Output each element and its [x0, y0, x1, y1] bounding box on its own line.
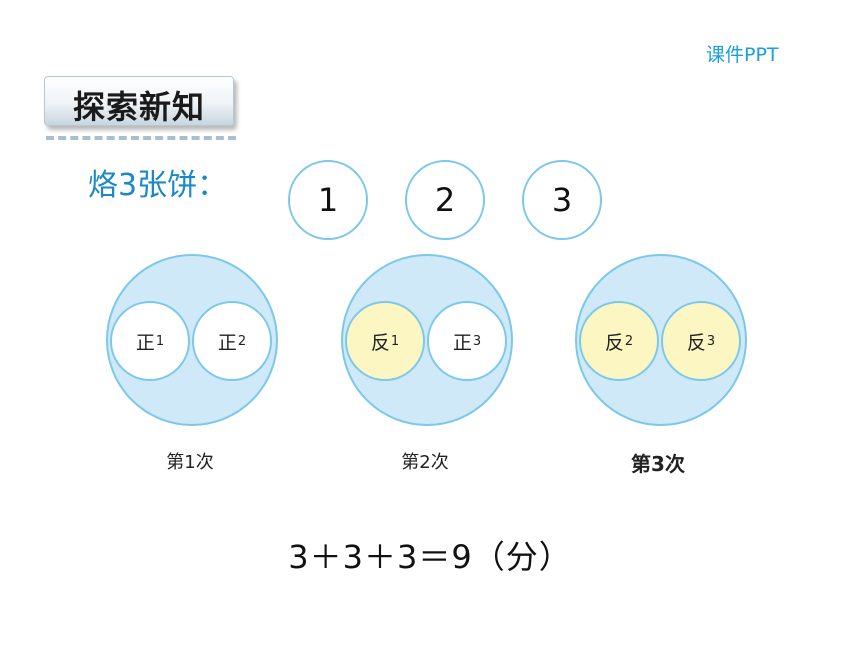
section-title: 探索新知	[72, 88, 205, 126]
round-label-3: 第3次	[631, 452, 685, 476]
side-subscript: 1	[390, 333, 400, 349]
side-label: 反	[686, 331, 706, 354]
round-label-1: 第1次	[166, 452, 214, 473]
formula: 3＋3＋3＝9（分）	[288, 538, 572, 576]
side-label: 反	[604, 331, 624, 354]
cake-2: 2	[405, 160, 485, 240]
section-divider	[46, 136, 236, 140]
side-label: 反	[370, 331, 390, 354]
side-subscript: 1	[155, 333, 165, 349]
cake-1: 1	[288, 160, 368, 240]
side-label: 正	[452, 331, 472, 354]
intro-text: 烙3张饼：	[88, 168, 228, 203]
side-label: 正	[135, 331, 155, 354]
side-subscript: 2	[624, 333, 634, 349]
section-tab: 探索新知	[44, 76, 234, 126]
brand-label: 课件PPT	[706, 44, 779, 66]
side-subscript: 3	[706, 333, 716, 349]
side-label: 正	[217, 331, 237, 354]
side-subscript: 3	[472, 333, 482, 349]
side-subscript: 2	[237, 333, 247, 349]
cake-3: 3	[522, 160, 602, 240]
round-label-2: 第2次	[401, 452, 449, 473]
